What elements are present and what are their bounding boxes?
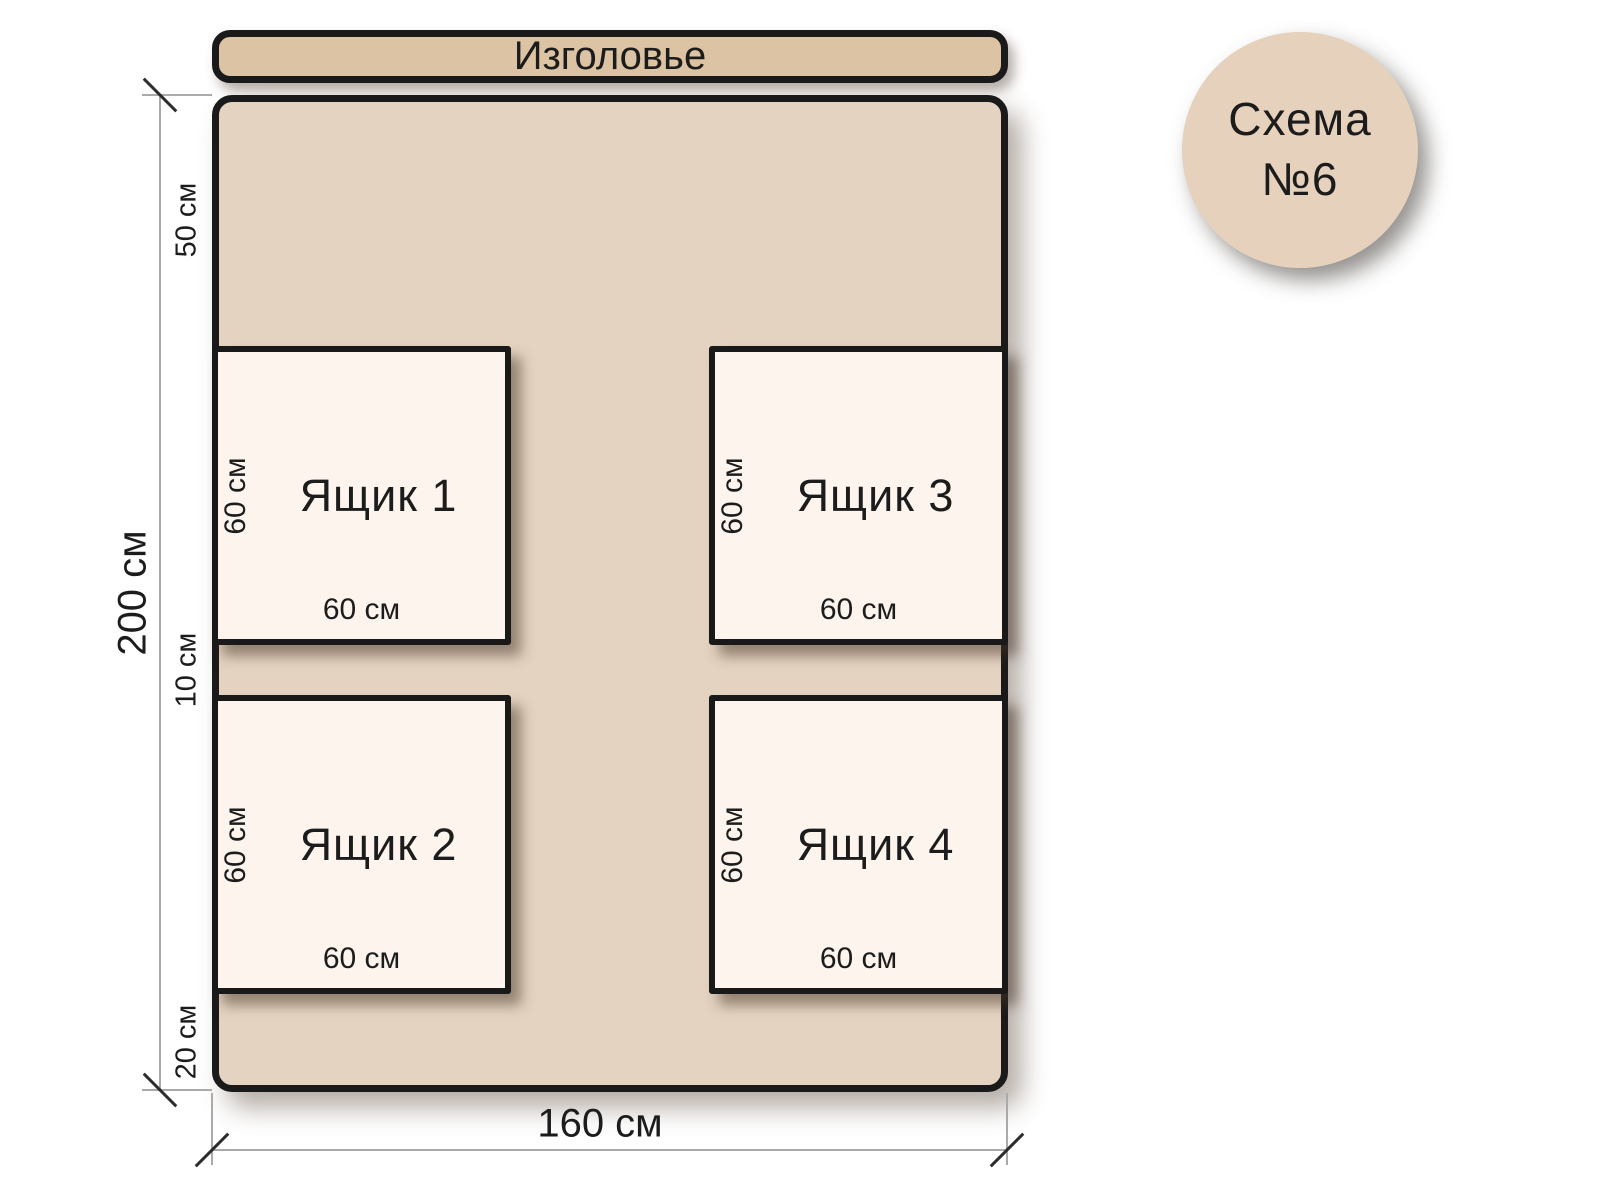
drawer-4: 60 см Ящик 4 60 см	[709, 695, 1008, 994]
drawer-3-width-label: 60 см	[819, 593, 898, 626]
dim-extension-top-left	[142, 94, 212, 96]
dim-extension-left-bottom	[211, 1093, 213, 1165]
drawer-3-height-label: 60 см	[716, 456, 749, 535]
drawer-1-width-label: 60 см	[322, 593, 401, 626]
drawer-2-name: Ящик 2	[299, 818, 458, 870]
drawer-4-height-label: 60 см	[716, 805, 749, 884]
drawer-3: 60 см Ящик 3 60 см	[709, 346, 1008, 645]
drawer-2-width-label: 60 см	[322, 942, 401, 975]
headboard: Изголовье	[212, 30, 1008, 83]
scheme-badge: Схема №6	[1182, 32, 1418, 268]
dim-extension-bottom-left	[142, 1089, 212, 1091]
scheme-badge-title: Схема	[1228, 93, 1372, 146]
drawer-3-name: Ящик 3	[796, 469, 955, 521]
dim-extension-right-bottom	[1006, 1093, 1008, 1165]
drawer-2-height-label: 60 см	[219, 805, 252, 884]
dim-bottom-offset-label: 20 см	[170, 1004, 203, 1080]
scheme-badge-number: №6	[1261, 153, 1339, 205]
drawer-2: 60 см Ящик 2 60 см	[212, 695, 511, 994]
drawer-1-name: Ящик 1	[299, 469, 458, 521]
headboard-label: Изголовье	[513, 34, 707, 78]
dim-total-width-label: 160 см	[537, 1101, 663, 1146]
dim-middle-gap-label: 10 см	[170, 632, 203, 708]
drawer-1-height-label: 60 см	[219, 456, 252, 535]
dim-line-total-width	[212, 1149, 1008, 1151]
drawer-1: 60 см Ящик 1 60 см	[212, 346, 511, 645]
drawer-4-name: Ящик 4	[796, 818, 955, 870]
dim-line-total-height	[159, 95, 161, 1090]
dim-total-height-label: 200 см	[110, 530, 155, 656]
dim-top-offset-label: 50 см	[170, 182, 203, 258]
drawer-4-width-label: 60 см	[819, 942, 898, 975]
